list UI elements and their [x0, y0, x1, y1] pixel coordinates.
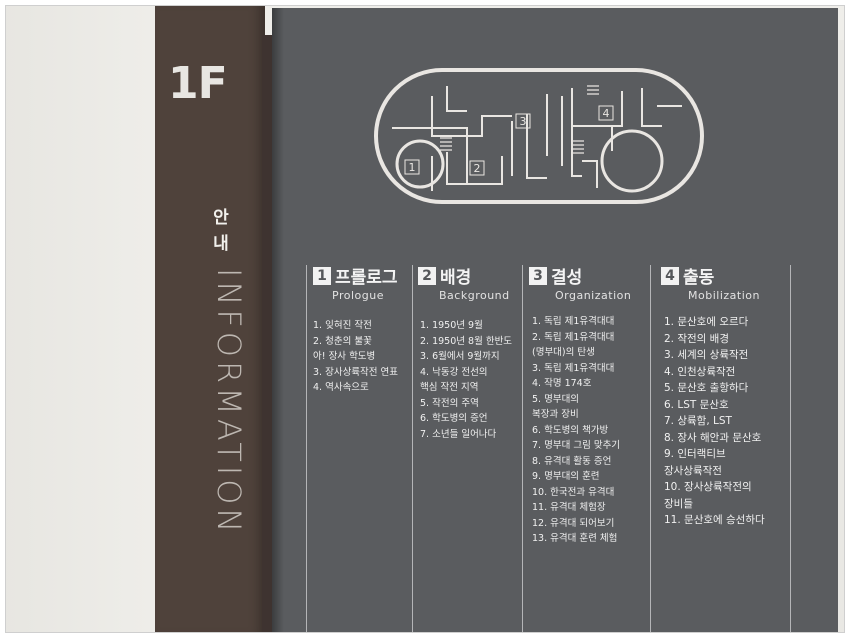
floor-map: 1 2 3 4 [374, 68, 704, 204]
list-item: 장사상륙작전 [664, 464, 722, 477]
section-1-title: 프롤로그 [335, 268, 398, 288]
list-item: 1. 독립 제1유격대대 [532, 316, 615, 327]
map-wall [432, 127, 468, 184]
list-item: 아! 장사 학도병 [313, 351, 376, 362]
korean-info-label: 안내 [213, 208, 229, 254]
directory-panel [272, 8, 838, 638]
list-item: 5. 작전의 주역 [420, 397, 479, 409]
list-item: 13. 유격대 훈련 체험 [532, 533, 618, 544]
panel-shadow [272, 8, 284, 638]
list-item: 복장과 장비 [532, 409, 579, 420]
zone-4-label: 4 [603, 107, 610, 120]
list-item: 9. 인터랙티브 [664, 448, 726, 460]
zone-1-label: 1 [409, 161, 416, 174]
map-round-room-4 [600, 129, 664, 193]
list-item: 3. 6월에서 9월까지 [420, 351, 500, 362]
section-1-subtitle: Prologue [332, 289, 384, 302]
map-wall [571, 88, 623, 177]
list-item: 6. 학도병의 책가방 [532, 424, 609, 436]
list-item: 핵심 작전 지역 [420, 382, 479, 393]
zone-3-label: 3 [520, 115, 527, 128]
list-item: 4. 인천상륙작전 [664, 365, 736, 378]
list-item: (명부대)의 탄생 [532, 347, 595, 358]
section-2-list: 1. 1950년 9월 2. 1950년 8월 한반도 3. 6월에서 9월까지… [420, 318, 512, 442]
zone-4-box [598, 105, 614, 121]
zone-1-box [404, 159, 420, 175]
section-2-subtitle: Background [439, 289, 510, 302]
column-divider [522, 265, 523, 638]
list-item: 2. 독립 제1유격대대 [532, 331, 615, 343]
list-item: 4. 낙동강 전선의 [420, 366, 488, 378]
list-item: 1. 잊혀진 작전 [313, 320, 372, 331]
map-stairs [440, 137, 452, 151]
wall [0, 0, 170, 638]
map-stairs [572, 140, 584, 154]
list-item: 8. 장사 해안과 문산호 [664, 431, 762, 444]
zone-2-label: 2 [474, 162, 481, 175]
list-item: 3. 세계의 상륙작전 [664, 349, 749, 361]
list-item: 장비들 [664, 497, 693, 510]
section-3-list: 1. 독립 제1유격대대 2. 독립 제1유격대대 (명부대)의 탄생 3. 독… [532, 314, 620, 547]
pillar-edge [262, 35, 274, 638]
list-item: 10. 장사상륙작전의 [664, 481, 752, 493]
list-item: 10. 한국전과 유격대 [532, 486, 615, 498]
list-item: 9. 명부대의 훈련 [532, 471, 600, 482]
section-4-list: 1. 문산호에 오르다 2. 작전의 배경 3. 세계의 상륙작전 4. 인천상… [664, 314, 765, 529]
map-wall [641, 88, 682, 127]
list-item: 12. 유격대 되어보기 [532, 517, 615, 529]
section-3-subtitle: Organization [555, 289, 632, 302]
list-item: 2. 작전의 배경 [664, 332, 729, 345]
column-divider [790, 265, 791, 638]
list-item: 6. 학도병의 증언 [420, 413, 488, 424]
map-wall [511, 114, 547, 179]
list-item: 2. 청춘의 불꽃 [313, 335, 372, 347]
section-3-number: 3 [529, 266, 547, 285]
column-divider [306, 265, 307, 638]
zone-2-box [469, 160, 485, 176]
list-item: 8. 유격대 활동 증언 [532, 455, 612, 467]
list-item: 5. 명부대의 [532, 393, 580, 405]
map-outline [374, 68, 704, 204]
list-item: 7. 상륙함, LST [664, 415, 732, 427]
list-item: 11. 문산호에 승선하다 [664, 514, 765, 526]
column-divider [650, 265, 651, 638]
list-item: 2. 1950년 8월 한반도 [420, 335, 513, 347]
map-wall [431, 96, 512, 137]
list-item: 1. 문산호에 오르다 [664, 316, 749, 328]
floor-label: 1F [168, 58, 228, 109]
section-3-title: 결성 [551, 268, 583, 288]
section-4-number: 4 [661, 266, 679, 285]
sign-pillar [155, 0, 265, 638]
section-4-title: 출동 [683, 268, 715, 288]
list-item: 1. 1950년 9월 [420, 320, 483, 331]
section-2-number: 2 [418, 266, 436, 285]
list-item: 6. LST 문산호 [664, 398, 729, 411]
column-divider [412, 265, 413, 638]
map-stairs [587, 85, 599, 95]
map-wall [546, 94, 563, 166]
list-item: 4. 작명 174호 [532, 378, 592, 389]
zone-3-box [515, 113, 531, 129]
map-round-room-1 [395, 139, 445, 189]
section-1-list: 1. 잊혀진 작전 2. 청춘의 불꽃 아! 장사 학도병 3. 장사상륙작전 … [313, 318, 398, 396]
list-item: 5. 문산호 출항하다 [664, 382, 749, 394]
list-item: 7. 소년들 일어나다 [420, 428, 497, 440]
list-item: 11. 유격대 체험장 [532, 502, 606, 513]
section-2-title: 배경 [440, 268, 472, 288]
section-4-subtitle: Mobilization [688, 289, 760, 302]
section-1-number: 1 [313, 266, 331, 285]
list-item: 4. 역사속으로 [313, 382, 369, 393]
list-item: 7. 명부대 그림 맞추기 [532, 440, 621, 451]
list-item: 3. 장사상륙작전 연표 [313, 366, 399, 378]
list-item: 3. 독립 제1유격대대 [532, 362, 615, 374]
map-wall [446, 86, 467, 112]
